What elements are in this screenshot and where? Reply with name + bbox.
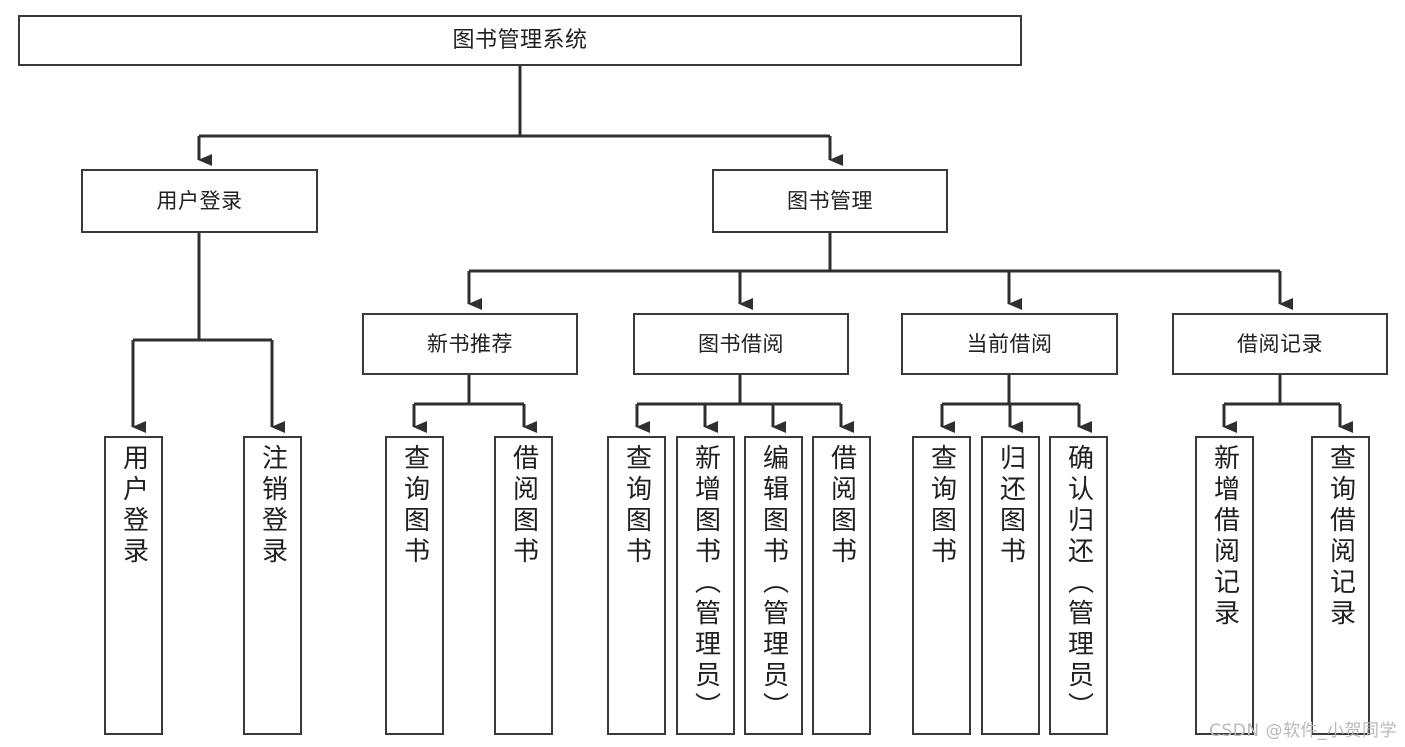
node-label: 新书推荐: [427, 331, 513, 356]
leaf-query-book-recommend[interactable]: 查询图书: [385, 436, 444, 735]
node-label: 查询图书: [926, 444, 957, 568]
node-label: 查询图书: [399, 444, 430, 568]
node-label: 图书管理系统: [452, 27, 588, 53]
node-label: 当前借阅: [966, 331, 1053, 356]
node-label: 确认归还（管理员）: [1063, 444, 1094, 723]
node-label: 借阅图书: [508, 444, 539, 568]
leaf-edit-book-admin[interactable]: 编辑图书（管理员）: [744, 436, 803, 735]
leaf-borrow-book-borrow[interactable]: 借阅图书: [812, 436, 871, 735]
leaf-confirm-return-admin[interactable]: 确认归还（管理员）: [1049, 436, 1108, 735]
node-label: 借阅图书: [826, 444, 857, 568]
node-label: 图书借阅: [698, 331, 784, 356]
node-book-management[interactable]: 图书管理: [712, 169, 948, 233]
leaf-logout-login[interactable]: 注销登录: [243, 436, 302, 735]
node-label: 用户登录: [118, 444, 149, 568]
node-label: 新增借阅记录: [1209, 444, 1240, 630]
node-label: 新增图书（管理员）: [690, 444, 721, 723]
leaf-query-book-borrow[interactable]: 查询图书: [607, 436, 666, 735]
node-label: 查询图书: [621, 444, 652, 568]
node-label: 用户登录: [156, 188, 243, 213]
node-label: 归还图书: [995, 444, 1026, 568]
csdn-watermark: CSDN @软件_小贺同学: [1209, 721, 1397, 741]
leaf-query-borrow-record[interactable]: 查询借阅记录: [1311, 436, 1370, 735]
node-new-book-recommend[interactable]: 新书推荐: [362, 313, 578, 375]
node-label: 编辑图书（管理员）: [758, 444, 789, 723]
node-current-borrow[interactable]: 当前借阅: [901, 313, 1118, 375]
leaf-borrow-book-recommend[interactable]: 借阅图书: [494, 436, 553, 735]
leaf-return-book[interactable]: 归还图书: [981, 436, 1040, 735]
node-borrow-record[interactable]: 借阅记录: [1172, 313, 1388, 375]
node-label: 查询借阅记录: [1325, 444, 1356, 630]
leaf-user-login[interactable]: 用户登录: [104, 436, 163, 735]
leaf-add-book-admin[interactable]: 新增图书（管理员）: [676, 436, 735, 735]
leaf-query-book-current[interactable]: 查询图书: [912, 436, 971, 735]
node-book-borrow[interactable]: 图书借阅: [633, 313, 849, 375]
node-root-book-management-system[interactable]: 图书管理系统: [18, 15, 1022, 66]
node-label: 图书管理: [787, 188, 873, 213]
node-user-login[interactable]: 用户登录: [81, 169, 318, 233]
leaf-add-borrow-record[interactable]: 新增借阅记录: [1195, 436, 1254, 735]
node-label: 借阅记录: [1237, 331, 1323, 356]
node-label: 注销登录: [257, 444, 288, 568]
